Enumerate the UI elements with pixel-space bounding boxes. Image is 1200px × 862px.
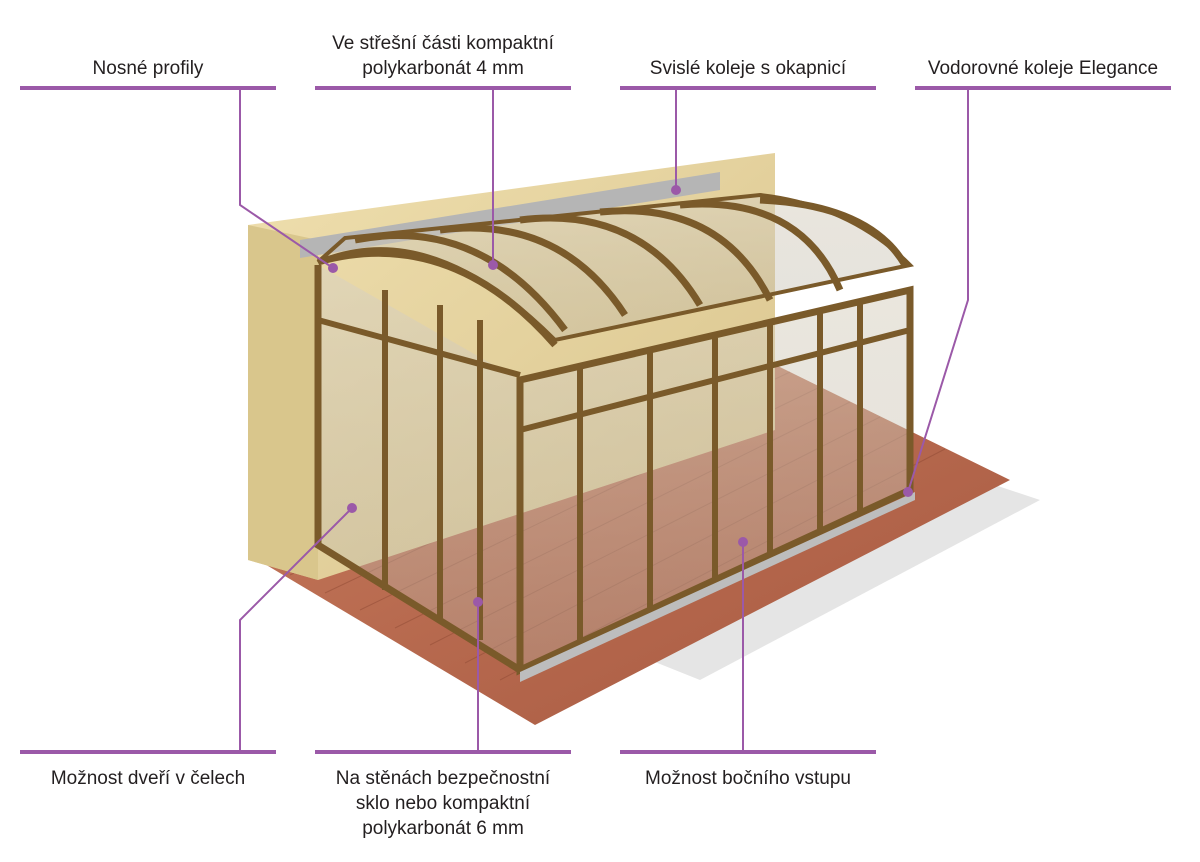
roof-arches bbox=[317, 196, 909, 348]
callout-lines bbox=[20, 86, 1171, 754]
label-strecha: Ve střešní části kompaktní polykarbonát … bbox=[332, 33, 554, 79]
wall-edge bbox=[248, 225, 318, 580]
label-vodorovne-koleje: Vodorovné koleje Elegance bbox=[927, 58, 1159, 79]
label-steny: Na stěnách bezpečnostní sklo nebo kompak… bbox=[335, 768, 551, 839]
side-frame-posts bbox=[519, 302, 911, 642]
label-nosne-profily: Nosné profily bbox=[92, 58, 204, 79]
label-svisle-koleje: Svislé koleje s okapnicí bbox=[649, 58, 847, 79]
label-bocni-vstup: Možnost bočního vstupu bbox=[645, 768, 851, 789]
label-dvere-v-celech: Možnost dveří v čelech bbox=[50, 768, 246, 789]
callout-dots bbox=[328, 185, 913, 607]
front-frame-bars bbox=[317, 290, 521, 640]
bottom-rail bbox=[520, 492, 915, 682]
